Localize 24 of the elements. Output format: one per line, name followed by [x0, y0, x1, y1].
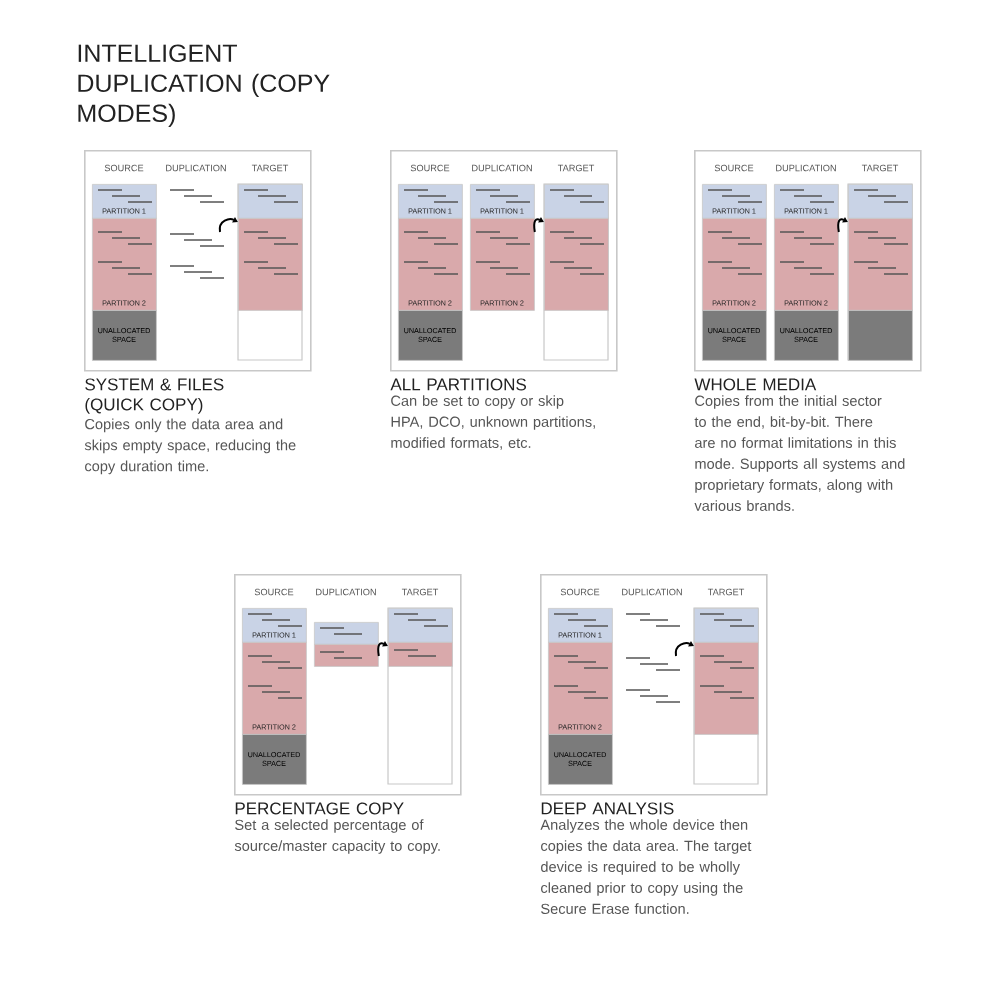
mode-heading: PERCENTAGE COPY	[235, 802, 404, 815]
mode-heading: DEEP ANALYSIS	[541, 802, 674, 815]
partition-block	[544, 184, 609, 219]
partition-block	[848, 218, 913, 311]
mode-heading: ALL PARTITIONS	[390, 378, 526, 391]
partition-block	[848, 184, 913, 219]
partition-block	[238, 184, 303, 219]
partition-block	[314, 644, 379, 667]
copy-arrow	[837, 216, 848, 233]
partition-block	[544, 218, 609, 311]
copy-arrow	[377, 640, 388, 657]
partition-block	[388, 608, 453, 643]
copy-arrow	[533, 216, 544, 233]
partition-block	[694, 642, 759, 735]
partition-block	[694, 608, 759, 643]
partition-block	[388, 642, 453, 667]
copy-arrow	[218, 216, 238, 233]
title: INTELLIGENT DUPLICATION (COPY MODES)	[78, 44, 330, 128]
partition-block	[314, 622, 379, 645]
mode-heading: WHOLE MEDIA	[694, 378, 817, 391]
copy-arrow	[674, 640, 694, 657]
mode-heading: SYSTEM & FILES (QUICK COPY)	[85, 378, 224, 414]
partition-block	[238, 218, 303, 311]
unallocated-block	[848, 310, 913, 361]
